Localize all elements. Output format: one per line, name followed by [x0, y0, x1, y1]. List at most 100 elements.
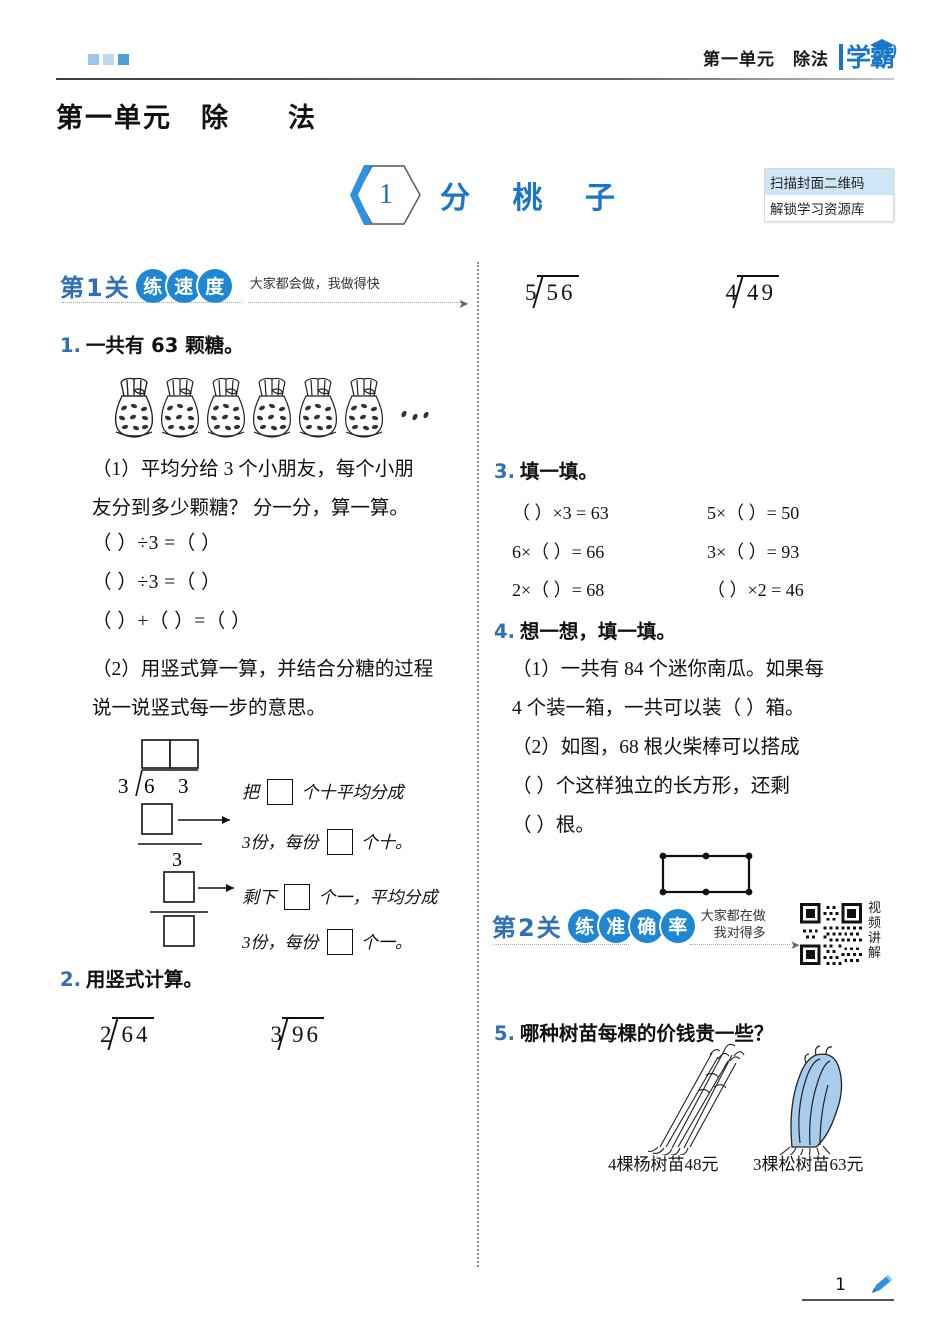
q1-annot2-post: 个十。 — [361, 833, 412, 852]
q1-heading: 1. 一共有 63 颗糖。 — [60, 328, 470, 365]
q1-annot1-pre: 把 — [242, 783, 259, 802]
scan-hint-line2: 解锁学习资源库 — [770, 202, 865, 218]
quotient-box-1 — [141, 739, 171, 769]
remainder-box — [163, 915, 195, 947]
q3-equations: （ ）×3 = 63 5×（ ）= 50 6×（ ）= 66 3×（ ）= 93… — [512, 494, 907, 610]
q1-blank-equations: （ ）÷3 =（ ） （ ）÷3 =（ ） （ ）+（ ）=（ ） — [92, 524, 251, 641]
question-3: 3. 填一填。 — [494, 454, 598, 491]
q1-part2-line1: （2）用竖式算一算，并结合分糖的过程 — [92, 659, 434, 680]
matchstick-rectangle-diagram — [655, 848, 765, 900]
subtract-box-2 — [163, 871, 195, 903]
q1-annot2-pre: 3份，每份 — [242, 833, 319, 852]
q4-part1: （1）一共有 84 个迷你南瓜。如果每 4 个装一箱，一共可以装（ ）箱。 — [512, 650, 900, 728]
question-2: 2. 用竖式计算。 — [60, 962, 203, 999]
q3-number: 3. — [494, 460, 515, 483]
graduation-cap-icon — [868, 36, 898, 62]
header-decoration-squares — [88, 54, 129, 65]
q2-title: 用竖式计算。 — [85, 968, 203, 991]
level2-note-line2: 我对得多 — [713, 925, 766, 941]
q1-long-division-worksheet: 3 6 3 3 — [112, 736, 472, 952]
q4-p1-line1: （1）一共有 84 个迷你南瓜。如果每 — [512, 659, 825, 680]
page-header: 第一单元 除法 学霸 — [0, 0, 950, 88]
q2-p0-divisor: 2 — [100, 1022, 112, 1047]
scan-qr-hint-box: 扫描封面二维码 解锁学习资源库 — [764, 168, 894, 222]
q5-captions: 4棵杨树苗48元 3棵松树苗63元 — [608, 1150, 908, 1175]
loose-candies — [401, 410, 429, 421]
level1-bubble-2: 度 — [197, 268, 232, 303]
level2-bubble-0: 练 — [567, 908, 602, 943]
question-1: 1. 一共有 63 颗糖。 — [60, 328, 470, 365]
q1-annot4-pre: 3份，每份 — [242, 933, 319, 952]
level2-bubble-1: 准 — [598, 908, 633, 943]
svg-text:3: 3 — [118, 774, 129, 798]
q4-p1-line2: 4 个装一箱，一共可以装（ ）箱。 — [512, 698, 805, 719]
q3-title: 填一填。 — [519, 460, 598, 483]
lesson-name: 分 桃 子 — [440, 181, 631, 216]
q1-annot2-box — [326, 829, 353, 855]
header-rule — [56, 78, 894, 80]
lesson-number-badge: 1 — [350, 163, 422, 227]
q2-number: 2. — [60, 968, 81, 991]
header-unit-label: 第一单元 除法 — [702, 49, 829, 70]
level1-underline-right — [248, 302, 463, 303]
svg-text:3: 3 — [172, 849, 182, 871]
q1-part1-text: （1）平均分给 3 个小朋友，每个小朋 友分到多少颗糖？ 分一分，算一算。 — [92, 450, 477, 528]
level2-underline-left — [494, 944, 629, 945]
q2-p1-divisor: 3 — [270, 1022, 283, 1047]
footer-rule — [802, 1299, 894, 1301]
q2r-p1-dividend: 49 — [737, 275, 779, 306]
subtract-box-1 — [141, 803, 173, 835]
q5-caption-0: 4棵杨树苗48元 — [608, 1155, 719, 1174]
level2-banner: 第2关 练 准 确 率 大家都在做 我对得多 — [492, 908, 766, 943]
q2-p0-dividend: 64 — [111, 1017, 154, 1048]
page-footer: 1 — [802, 1275, 894, 1301]
level1-bubbles: 练 速 度 — [135, 268, 232, 303]
level1-bubble-1: 速 — [166, 268, 201, 303]
q3-r2-c0: 2×（ ）= 68 — [512, 580, 605, 601]
lesson-title-group: 1 分 桃 子 — [350, 163, 631, 227]
brand-logo: 学霸 — [838, 39, 897, 70]
video-qr-label: 视频讲解 — [868, 901, 882, 961]
page-number: 1 — [835, 1275, 846, 1295]
level2-bubble-2: 确 — [629, 908, 664, 943]
video-qr-code[interactable] — [800, 903, 862, 965]
logo-bar — [838, 44, 843, 70]
svg-text:3: 3 — [178, 774, 189, 798]
level2-label: 第2关 — [492, 914, 563, 942]
q1-annot4-box — [326, 929, 353, 955]
q3-r1-c0: 6×（ ）= 66 — [512, 541, 605, 562]
svg-text:6: 6 — [144, 774, 155, 798]
q3-row-1: 6×（ ）= 66 3×（ ）= 93 — [512, 533, 907, 572]
q5-number: 5. — [494, 1022, 515, 1045]
level1-banner: 第1关 练 速 度 大家都会做，我做得快 — [60, 268, 380, 303]
scan-hint-line1: 扫描封面二维码 — [765, 169, 893, 195]
q2r-p0-divisor: 5 — [525, 280, 537, 305]
q1-annot4-post: 个一。 — [361, 933, 412, 952]
level1-note: 大家都会做，我做得快 — [249, 277, 380, 293]
q5-title: 哪种树苗每棵的价钱贵一些？ — [519, 1022, 774, 1045]
q1-annot3-post: 个一，平均分成 — [318, 888, 438, 907]
q2r-p0-dividend: 56 — [536, 275, 579, 306]
column-divider — [477, 262, 479, 1267]
q1-blank-1: （ ）÷3 =（ ） — [92, 572, 222, 593]
question-5: 5. 哪种树苗每棵的价钱贵一些？ — [494, 1016, 773, 1053]
q4-part2: （2）如图，68 根火柴棒可以搭成 （ ）个这样独立的长方形，还剩 （ ）根。 — [512, 728, 902, 845]
q5-saplings-illustration — [640, 1035, 890, 1155]
q4-title: 想一想，填一填。 — [519, 620, 676, 643]
q4-p2-line1: （2）如图，68 根火柴棒可以搭成 — [512, 737, 800, 758]
level2-note-line1: 大家都在做 — [700, 909, 766, 925]
level1-bubble-0: 练 — [135, 268, 170, 303]
q1-annot1-post: 个十平均分成 — [301, 783, 404, 802]
q3-r0-c1: 5×（ ）= 50 — [707, 503, 800, 523]
level2-arrow-icon: ➤ — [790, 938, 801, 952]
q1-part2-line2: 说一说竖式每一步的意思。 — [92, 698, 327, 719]
pine-sapling-icon — [779, 1045, 843, 1155]
q3-row-2: 2×（ ）= 68 （ ）×2 = 46 — [512, 571, 907, 610]
q4-p2-line3: （ ）根。 — [512, 815, 595, 836]
